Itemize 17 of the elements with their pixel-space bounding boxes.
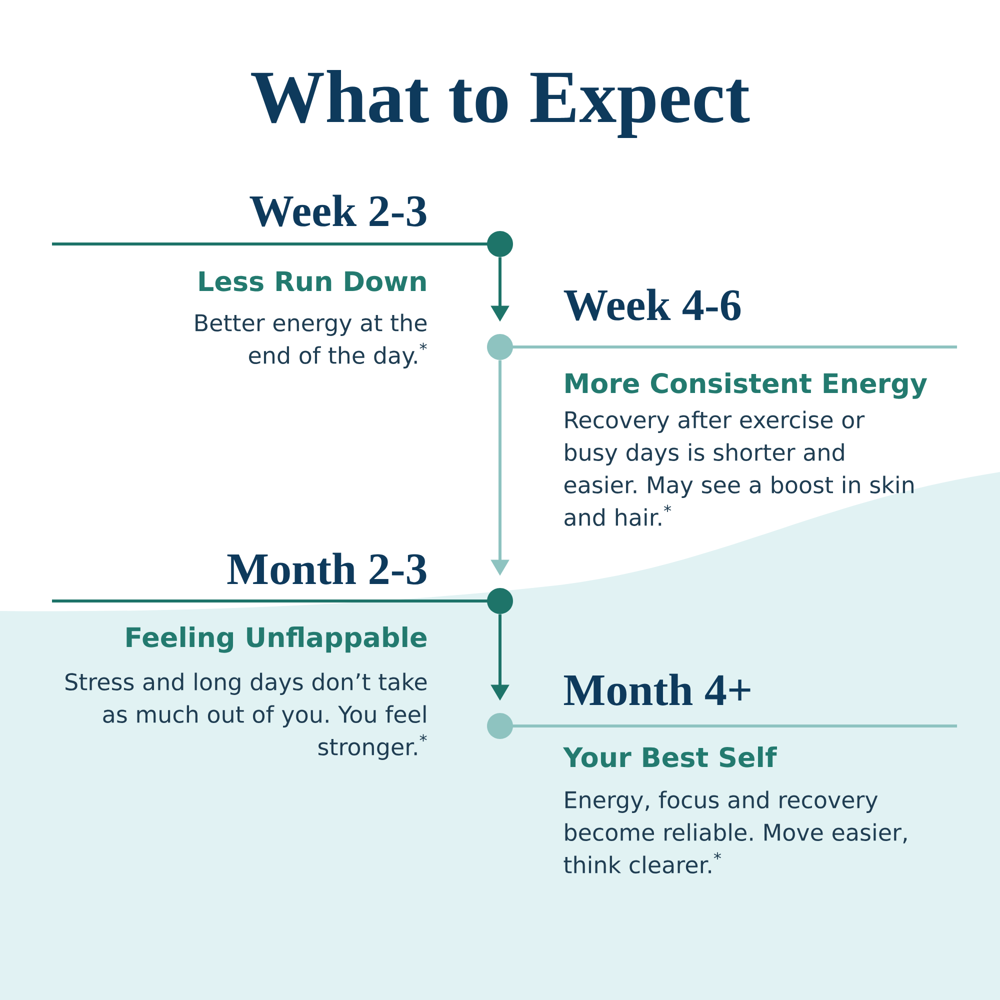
stage-subtitle: Your Best Self — [562, 746, 777, 768]
stage-heading: Month 4+ — [564, 674, 750, 706]
timeline-dot — [487, 231, 513, 257]
stage-description: Better energy at the end of the day.$^{*}$ — [196, 314, 427, 368]
stage-description: Energy, focus and recovery become reliable. Move easier, think clearer.$^{*}$ — [564, 790, 907, 874]
stage-heading: Month 2-3 — [227, 552, 426, 584]
timeline-dot — [487, 713, 513, 739]
stage-subtitle: More Consistent Energy — [566, 372, 928, 399]
title: What to Expect — [251, 70, 750, 138]
stage-description: Stress and long days don’t take as much out of you. You feel stronger.$^{*}$ — [66, 672, 427, 760]
stage-heading: Week 2-3 — [250, 194, 426, 227]
timeline-dot — [487, 334, 513, 360]
stage-subtitle: Feeling Unflappable — [126, 626, 427, 653]
stage-subtitle: Less Run Down — [199, 271, 426, 292]
stage-heading: Week 4-6 — [564, 288, 741, 321]
timeline-dot — [487, 588, 513, 614]
stage-description: Recovery after exercise or busy days is shorter and easier. May see a boost in skin and hair.$^{*}$ — [564, 410, 914, 526]
